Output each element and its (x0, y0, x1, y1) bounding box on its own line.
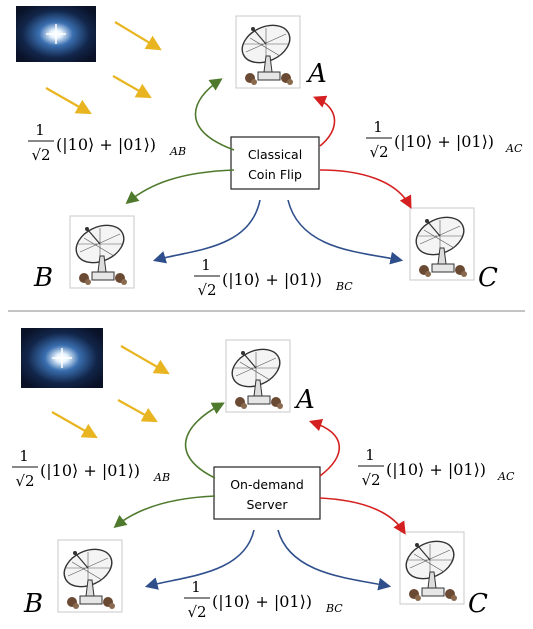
box-line-1: Classical (248, 147, 302, 162)
dish-b-icon-2 (57, 539, 123, 613)
state-bc-label: 1 √2 (|10⟩ + |01⟩) BC (194, 256, 353, 299)
state-bc-sub: BC (335, 280, 353, 293)
arrow-to-a-2 (184, 402, 225, 479)
panel-bottom: A B C On-demand Server 1 √2 (|10⟩ + |01⟩… (12, 328, 515, 621)
coin-flip-box (230, 136, 320, 190)
arrow-to-b (125, 169, 235, 205)
state-ac-den-2: √2 (361, 471, 380, 489)
state-bc-den: √2 (197, 281, 216, 299)
box-line-2: Coin Flip (248, 167, 302, 182)
state-ab-den: √2 (31, 146, 50, 164)
state-ac-body: (|10⟩ + |01⟩) (394, 132, 494, 151)
dish-c-icon (409, 207, 475, 281)
star-sparkle-2 (52, 348, 72, 368)
starlight-rays (45, 21, 162, 115)
node-a-label: A (306, 59, 327, 89)
state-ab-label: 1 √2 (|10⟩ + |01⟩) AB (28, 121, 186, 164)
node-a-label-2: A (294, 385, 315, 415)
panel-top: A B C Classical Coin Flip 1 √2 (|10⟩ + |… (16, 6, 523, 299)
state-bc-body-2: (|10⟩ + |01⟩) (212, 592, 312, 611)
arrow-to-c-red (319, 169, 412, 209)
arrow-to-c-blue (287, 199, 404, 265)
arrow-to-b-blue (152, 199, 261, 264)
arrow-to-c-red-2 (319, 497, 406, 535)
state-ab-sub-2: AB (153, 471, 170, 484)
dish-b-icon (69, 215, 135, 289)
state-ac-sub-2: AC (497, 470, 515, 483)
dish-a-icon (235, 15, 301, 89)
state-ac-num: 1 (373, 118, 383, 136)
arrow-to-c-blue-2 (277, 529, 392, 591)
state-ac-body-2: (|10⟩ + |01⟩) (386, 460, 486, 479)
node-c-label: C (478, 263, 498, 293)
node-c-label-2: C (468, 589, 488, 619)
state-bc-label-2: 1 √2 (|10⟩ + |01⟩) BC (184, 578, 343, 621)
arrow-to-b-blue-2 (144, 529, 255, 590)
state-ac-den: √2 (369, 143, 388, 161)
state-ac-num-2: 1 (365, 446, 375, 464)
state-bc-num-2: 1 (191, 578, 201, 596)
starlight-rays-2 (51, 345, 170, 439)
box-line-2-2: Server (247, 497, 289, 512)
star-sparkle (46, 24, 66, 44)
state-ab-body: (|10⟩ + |01⟩) (56, 135, 156, 154)
state-ab-num-2: 1 (19, 447, 29, 465)
arrow-to-a-red-2 (308, 418, 341, 477)
dish-c-icon-2 (399, 531, 465, 605)
state-ab-label-2: 1 √2 (|10⟩ + |01⟩) AB (12, 447, 170, 490)
state-ac-sub: AC (505, 142, 523, 155)
state-bc-body: (|10⟩ + |01⟩) (222, 270, 322, 289)
state-ab-num: 1 (35, 121, 45, 139)
dish-a-icon-2 (225, 339, 291, 413)
arrow-to-a-red (313, 95, 336, 147)
arrow-to-b-2 (113, 495, 216, 529)
node-b-label-2: B (23, 589, 43, 619)
server-box (213, 466, 321, 520)
state-ac-label-2: 1 √2 (|10⟩ + |01⟩) AC (358, 446, 515, 489)
arrow-to-a (194, 78, 235, 151)
state-ab-den-2: √2 (15, 472, 34, 490)
state-bc-num: 1 (201, 256, 211, 274)
box-line-1-2: On-demand (230, 477, 304, 492)
state-bc-sub-2: BC (325, 602, 343, 615)
state-ab-body-2: (|10⟩ + |01⟩) (40, 461, 140, 480)
node-b-label: B (33, 263, 53, 293)
state-bc-den-2: √2 (187, 603, 206, 621)
state-ac-label: 1 √2 (|10⟩ + |01⟩) AC (366, 118, 523, 161)
state-ab-sub: AB (169, 145, 186, 158)
